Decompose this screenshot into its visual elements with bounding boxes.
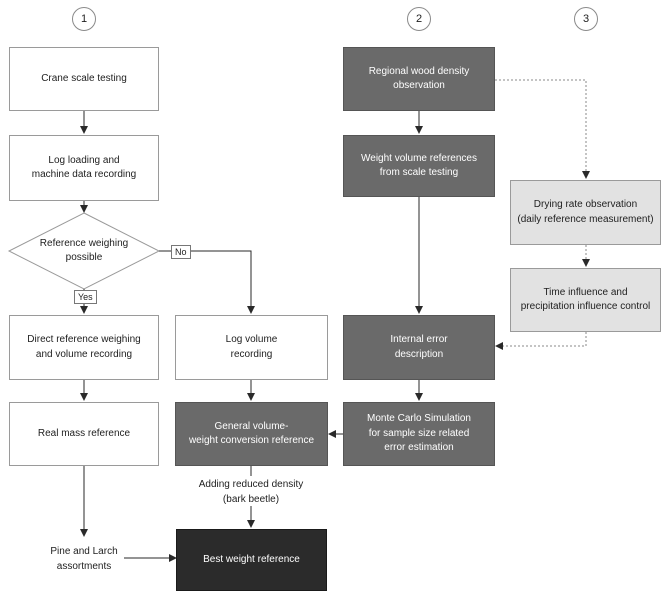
drying-rate-box: Drying rate observation (daily reference…: [510, 180, 661, 245]
log-loading-box: Log loading and machine data recording: [9, 135, 159, 201]
monte-carlo-box: Monte Carlo Simulation for sample size r…: [343, 402, 495, 466]
pine-larch-label: Pine and Larch assortments: [50, 546, 118, 572]
yes-tag: Yes: [74, 290, 97, 304]
weight-volume-references-box: Weight volume references from scale test…: [343, 135, 495, 197]
general-conversion-box: General volume- weight conversion refere…: [175, 402, 328, 466]
time-influence-box: Time influence and precipitation influen…: [510, 268, 661, 332]
crane-scale-testing-box: Crane scale testing: [9, 47, 159, 111]
internal-error-box: Internal error description: [343, 315, 495, 380]
real-mass-reference-box: Real mass reference: [9, 402, 159, 466]
log-volume-recording-box: Log volume recording: [175, 315, 328, 380]
adding-reduced-density-label: Adding reduced density (bark beetle): [198, 479, 304, 505]
no-tag: No: [171, 245, 191, 259]
dashed-regional-to-drying: [495, 79, 590, 179]
arrow-decision-no: [159, 250, 255, 314]
best-weight-reference-box: Best weight reference: [176, 529, 327, 591]
column-2-circle: 2: [407, 7, 431, 31]
regional-wood-density-box: Regional wood density observation: [343, 47, 495, 111]
column-1-circle: 1: [72, 7, 96, 31]
column-3-circle: 3: [574, 7, 598, 31]
dashed-time-to-internal: [495, 332, 587, 350]
reference-weighing-decision-label: Reference weighing possible: [39, 237, 129, 264]
direct-reference-weighing-box: Direct reference weighing and volume rec…: [9, 315, 159, 380]
